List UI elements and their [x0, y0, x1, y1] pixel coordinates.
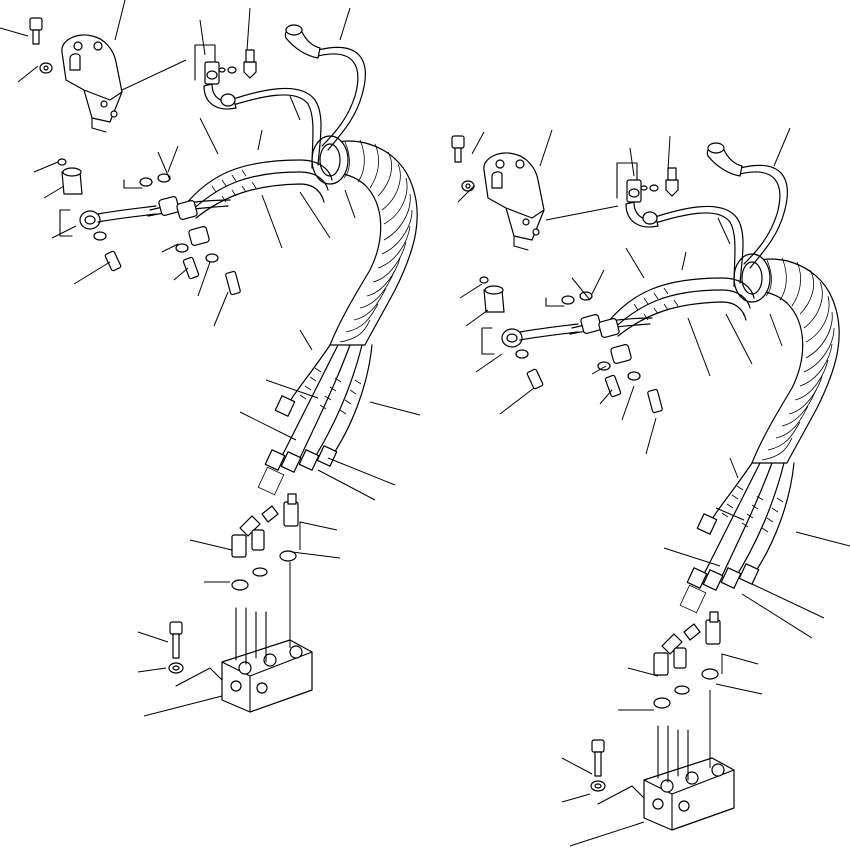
assembly-left [0, 0, 421, 717]
assembly-right [451, 127, 850, 847]
